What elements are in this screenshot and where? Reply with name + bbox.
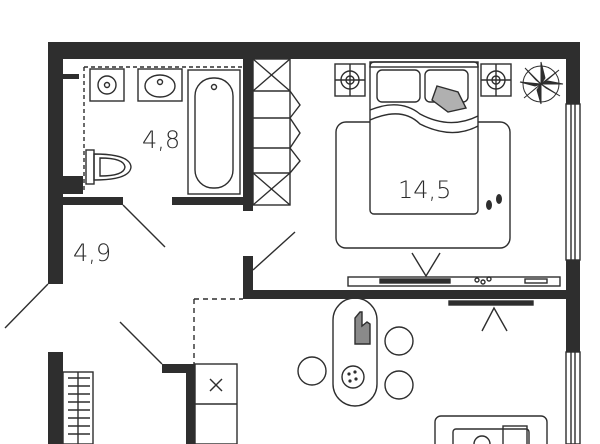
slippers-icon	[486, 194, 502, 210]
dining-table-icon	[297, 297, 414, 407]
living-area	[62, 297, 548, 444]
toilet-icon	[85, 149, 132, 185]
nightstand-right-icon	[480, 63, 512, 97]
entrance-door	[4, 283, 49, 329]
tv-unit-icon	[347, 252, 561, 287]
sink-icon	[89, 68, 125, 102]
walls	[48, 42, 580, 444]
hall-door-swing	[119, 321, 163, 365]
sofa-icon	[434, 415, 548, 444]
plant-icon	[519, 61, 564, 105]
bathroom-area-label: 4,8	[142, 126, 180, 154]
bedroom: 14,5	[252, 61, 564, 287]
bathroom: 4,8	[83, 66, 243, 248]
hallway-closet	[62, 371, 94, 444]
living-window	[565, 351, 581, 444]
tv-icon	[448, 300, 534, 332]
bed-icon	[369, 61, 479, 215]
kitchen-cabinet	[194, 363, 238, 444]
bedroom-window	[565, 103, 581, 261]
bathtub-icon	[187, 69, 241, 195]
hallway-area-label: 4,9	[73, 239, 111, 267]
bathroom-door	[122, 204, 166, 248]
washbasin-icon	[137, 68, 183, 102]
bedroom-area-label: 14,5	[398, 176, 451, 204]
nightstand-left-icon	[334, 63, 366, 97]
hallway: 4,9	[4, 239, 163, 365]
wardrobe	[252, 58, 301, 206]
bedroom-door	[252, 231, 296, 271]
